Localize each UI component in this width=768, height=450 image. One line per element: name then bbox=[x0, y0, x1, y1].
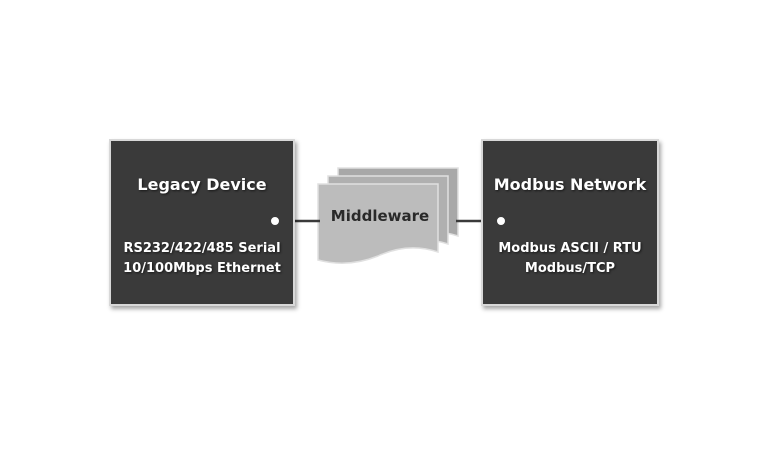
modbus-network-protocols: Modbus ASCII / RTU Modbus/TCP bbox=[483, 239, 657, 279]
middleware-label: Middleware bbox=[330, 207, 430, 225]
modbus-network-line: Modbus ASCII / RTU bbox=[498, 241, 642, 256]
modbus-network-title: Modbus Network bbox=[493, 175, 647, 194]
middleware-doc-front bbox=[317, 183, 439, 264]
legacy-device-box: Legacy Device RS232/422/485 Serial 10/10… bbox=[109, 139, 295, 306]
modbus-port-circle bbox=[495, 215, 507, 227]
middleware-document-stack bbox=[317, 167, 459, 264]
modbus-network-box: Modbus Network Modbus ASCII / RTU Modbus… bbox=[481, 139, 659, 306]
legacy-device-line: RS232/422/485 Serial bbox=[123, 241, 281, 256]
legacy-device-line: 10/100Mbps Ethernet bbox=[123, 261, 281, 276]
modbus-network-line: Modbus/TCP bbox=[524, 261, 616, 276]
legacy-device-protocols: RS232/422/485 Serial 10/100Mbps Ethernet bbox=[111, 239, 293, 279]
legacy-port-circle bbox=[269, 215, 281, 227]
legacy-device-title: Legacy Device bbox=[137, 175, 267, 194]
